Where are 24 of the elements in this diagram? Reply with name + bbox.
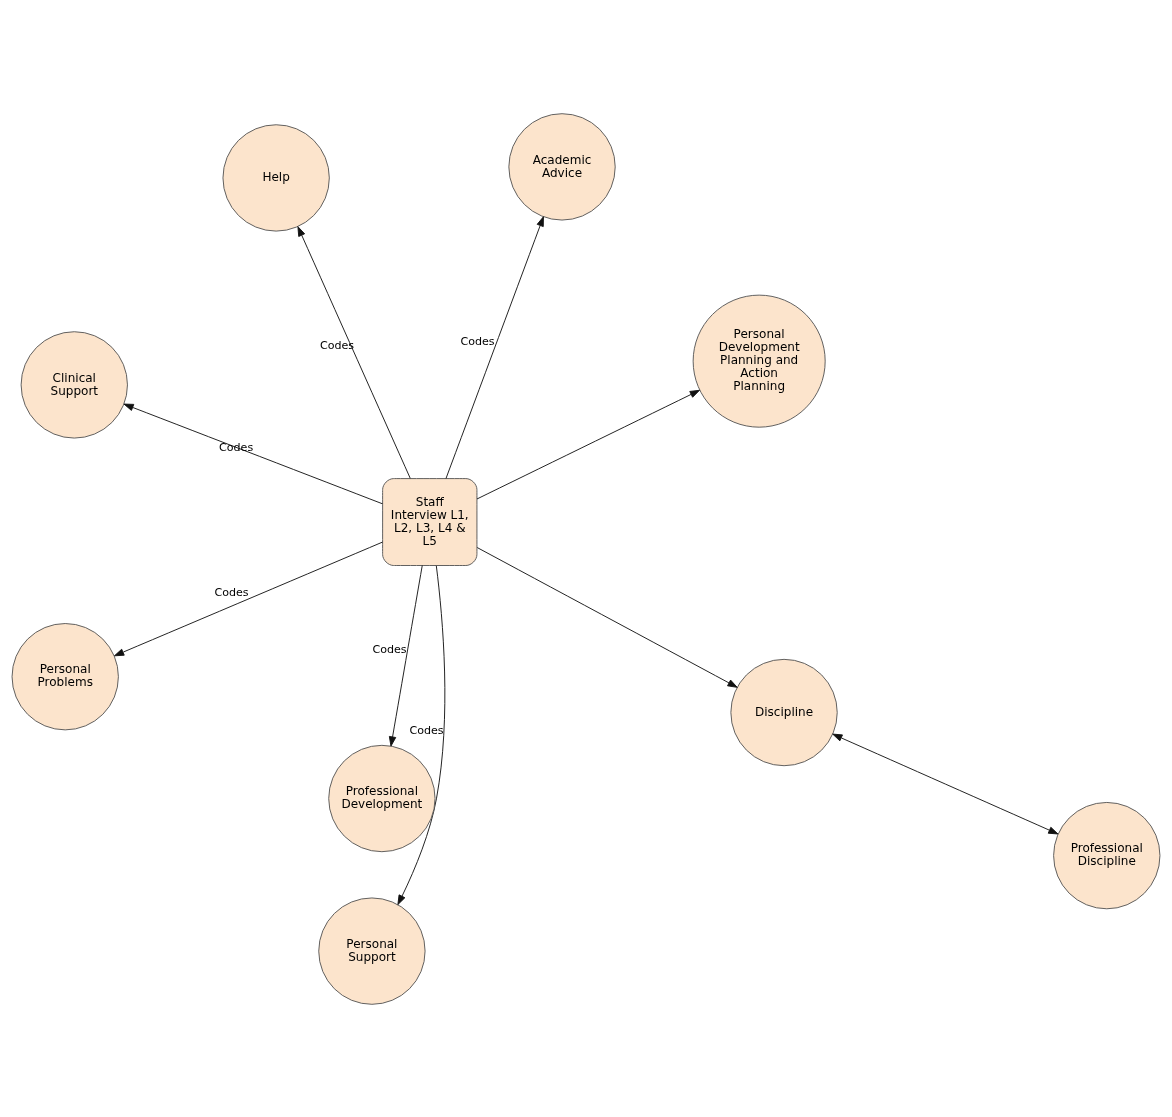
arrow bbox=[123, 403, 384, 504]
node-circle: Academic Advice bbox=[508, 112, 616, 220]
node-circle: Professional Discipline bbox=[1053, 801, 1161, 909]
arrow bbox=[832, 733, 1059, 834]
node-circle: Discipline bbox=[730, 658, 838, 766]
node-circle: Personal Support bbox=[318, 897, 426, 1005]
node-circle: Professional Development bbox=[328, 744, 436, 852]
arrow bbox=[114, 541, 383, 656]
node-box: Staff Interview L1, L2, L3, L4 & L5 bbox=[382, 477, 478, 566]
edge-label: Codes bbox=[214, 585, 249, 599]
arrow bbox=[476, 546, 738, 688]
edge-label: Codes bbox=[460, 334, 495, 348]
arrow bbox=[397, 564, 446, 905]
arrow bbox=[297, 225, 411, 479]
node-circle: Clinical Support bbox=[20, 330, 128, 439]
arrow bbox=[476, 389, 700, 499]
node-circle: Help bbox=[222, 123, 330, 232]
node-circle: Personal Development Planning and Action Planning bbox=[692, 294, 826, 428]
edge-label: Codes bbox=[409, 723, 444, 737]
edge-label: Codes bbox=[319, 338, 355, 352]
edge-label: Codes bbox=[372, 642, 407, 656]
node-circle: Personal Problems bbox=[11, 622, 119, 730]
arrow bbox=[445, 215, 544, 479]
arrow bbox=[388, 564, 423, 747]
